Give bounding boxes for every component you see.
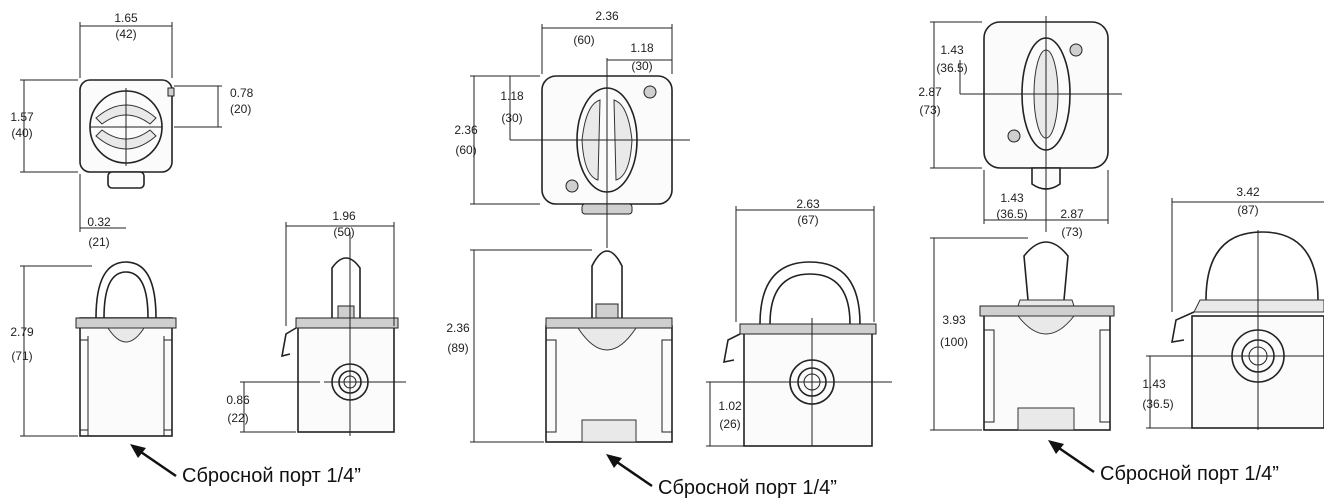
large-top-height: 2.87 (918, 85, 942, 99)
small-top-height-mm: (40) (11, 126, 32, 140)
small-side-width-mm: (50) (333, 225, 354, 239)
large-callout-label: Сбросной порт 1/4” (1100, 463, 1279, 485)
medium-top-height-mm: (60) (455, 143, 476, 157)
small-unit: 1.65 (42) 1.57 (40) 0.78 (20) 0.32 (21) … (10, 11, 406, 478)
small-port-height: 0.86 (226, 393, 250, 407)
medium-callout-arrow (613, 458, 653, 488)
large-front-view (930, 237, 1115, 431)
small-side-width: 1.96 (332, 209, 356, 223)
medium-top-width: 2.36 (595, 9, 619, 23)
small-top-width: 1.65 (114, 11, 138, 25)
medium-top-half-height: 1.18 (500, 89, 524, 103)
medium-side-width: 2.63 (796, 197, 820, 211)
medium-front-height: 2.36 (446, 321, 470, 335)
medium-top-width-mm: (60) (573, 33, 594, 47)
small-callout-label: Сбросной порт 1/4” (182, 465, 361, 487)
large-top-width: 2.87 (1060, 207, 1084, 221)
medium-side-view (706, 206, 892, 447)
large-callout-arrowhead (1048, 440, 1064, 454)
large-side-width: 3.42 (1236, 185, 1260, 199)
large-top-half-height-mm: (36.5) (936, 61, 967, 75)
small-top-width-mm: (42) (115, 27, 136, 41)
large-side-view (1146, 198, 1324, 430)
medium-port-height-mm: (26) (719, 417, 740, 431)
large-port-height-mm: (36.5) (1142, 397, 1173, 411)
large-front-height: 3.93 (942, 313, 966, 327)
medium-top-half-width-mm: (30) (631, 59, 652, 73)
large-port-height: 1.43 (1142, 377, 1166, 391)
small-side-view (240, 222, 406, 436)
small-port-height-mm: (22) (227, 411, 248, 425)
small-top-offset-mm: (21) (88, 235, 109, 249)
medium-top-height: 2.36 (454, 123, 478, 137)
small-top-half-height-mm: (20) (230, 102, 251, 116)
small-top-half-height: 0.78 (230, 86, 254, 100)
medium-port-height: 1.02 (718, 399, 742, 413)
small-top-height: 1.57 (10, 110, 34, 124)
small-callout-arrowhead (130, 444, 146, 458)
large-side-width-mm: (87) (1237, 203, 1258, 217)
large-callout-arrow (1055, 444, 1095, 474)
small-callout-arrow (137, 448, 177, 478)
large-top-half-width: 1.43 (1000, 191, 1024, 205)
small-top-view (20, 22, 222, 232)
small-front-view (20, 261, 177, 437)
large-top-view (930, 16, 1122, 232)
large-top-width-mm: (73) (1061, 225, 1082, 239)
large-unit: 1.43 (36.5) 2.87 (73) 1.43 (36.5) 2.87 (… (918, 16, 1324, 474)
small-side-height: 2.79 (10, 325, 34, 339)
large-top-height-mm: (73) (919, 103, 940, 117)
medium-callout-arrowhead (606, 454, 622, 468)
medium-top-half-height-mm: (30) (501, 111, 522, 125)
medium-front-height-mm: (89) (447, 341, 468, 355)
medium-top-view (470, 24, 690, 248)
medium-top-half-width: 1.18 (630, 41, 654, 55)
medium-unit: 2.36 (60) 1.18 (30) 1.18 (30) 2.36 (60) … (446, 9, 892, 488)
medium-front-view (470, 249, 673, 443)
medium-side-width-mm: (67) (797, 213, 818, 227)
large-top-half-width-mm: (36.5) (996, 207, 1027, 221)
medium-callout-label: Сбросной порт 1/4” (658, 477, 837, 499)
small-side-height-mm: (71) (11, 349, 32, 363)
small-top-offset: 0.32 (87, 215, 111, 229)
large-top-half-height: 1.43 (940, 43, 964, 57)
large-front-height-mm: (100) (940, 335, 968, 349)
